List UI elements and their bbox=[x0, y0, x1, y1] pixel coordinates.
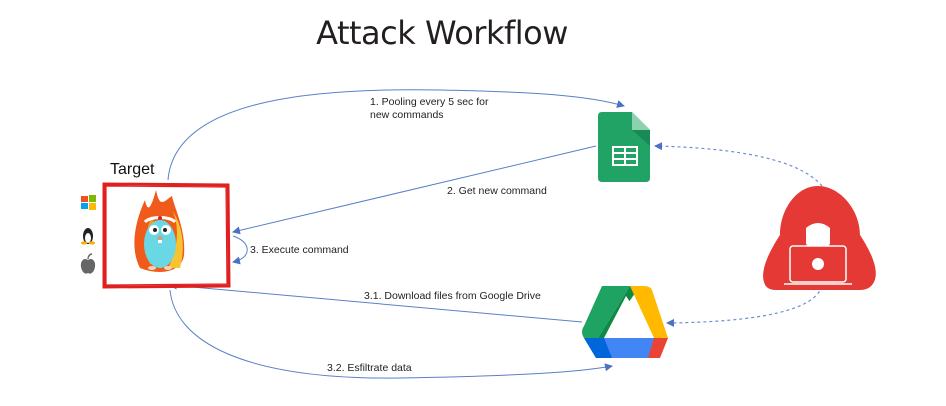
google-sheets-icon bbox=[598, 112, 650, 182]
google-drive-icon bbox=[582, 286, 668, 358]
hacker-icon bbox=[763, 186, 876, 290]
linux-icon bbox=[81, 228, 95, 245]
step-1-label-line2: new commands bbox=[370, 109, 444, 121]
arrow-attacker-drive bbox=[666, 285, 823, 327]
arrow-step-2 bbox=[232, 145, 597, 235]
gopher-on-fire-icon bbox=[134, 190, 185, 272]
arrow-step-3 bbox=[232, 235, 248, 265]
step-3-2-label: 3.2. Esfiltrate data bbox=[327, 362, 412, 374]
step-1-label-line1: 1. Pooling every 5 sec for bbox=[370, 96, 489, 108]
step-1-label: 1. Pooling every 5 sec for new commands bbox=[370, 96, 488, 122]
diagram-title: Attack Workflow bbox=[316, 14, 568, 52]
arrow-step-3-2 bbox=[169, 289, 613, 379]
windows-icon bbox=[81, 195, 96, 210]
step-3-label: 3. Execute command bbox=[250, 244, 349, 256]
arrow-step-1 bbox=[167, 89, 625, 181]
arrow-step-3-1 bbox=[169, 281, 583, 323]
step-2-label: 2. Get new command bbox=[447, 185, 547, 197]
apple-icon bbox=[80, 253, 96, 274]
step-3-1-label: 3.1. Download files from Google Drive bbox=[364, 290, 541, 302]
arrow-attacker-sheets bbox=[654, 142, 823, 187]
target-label: Target bbox=[110, 161, 155, 178]
